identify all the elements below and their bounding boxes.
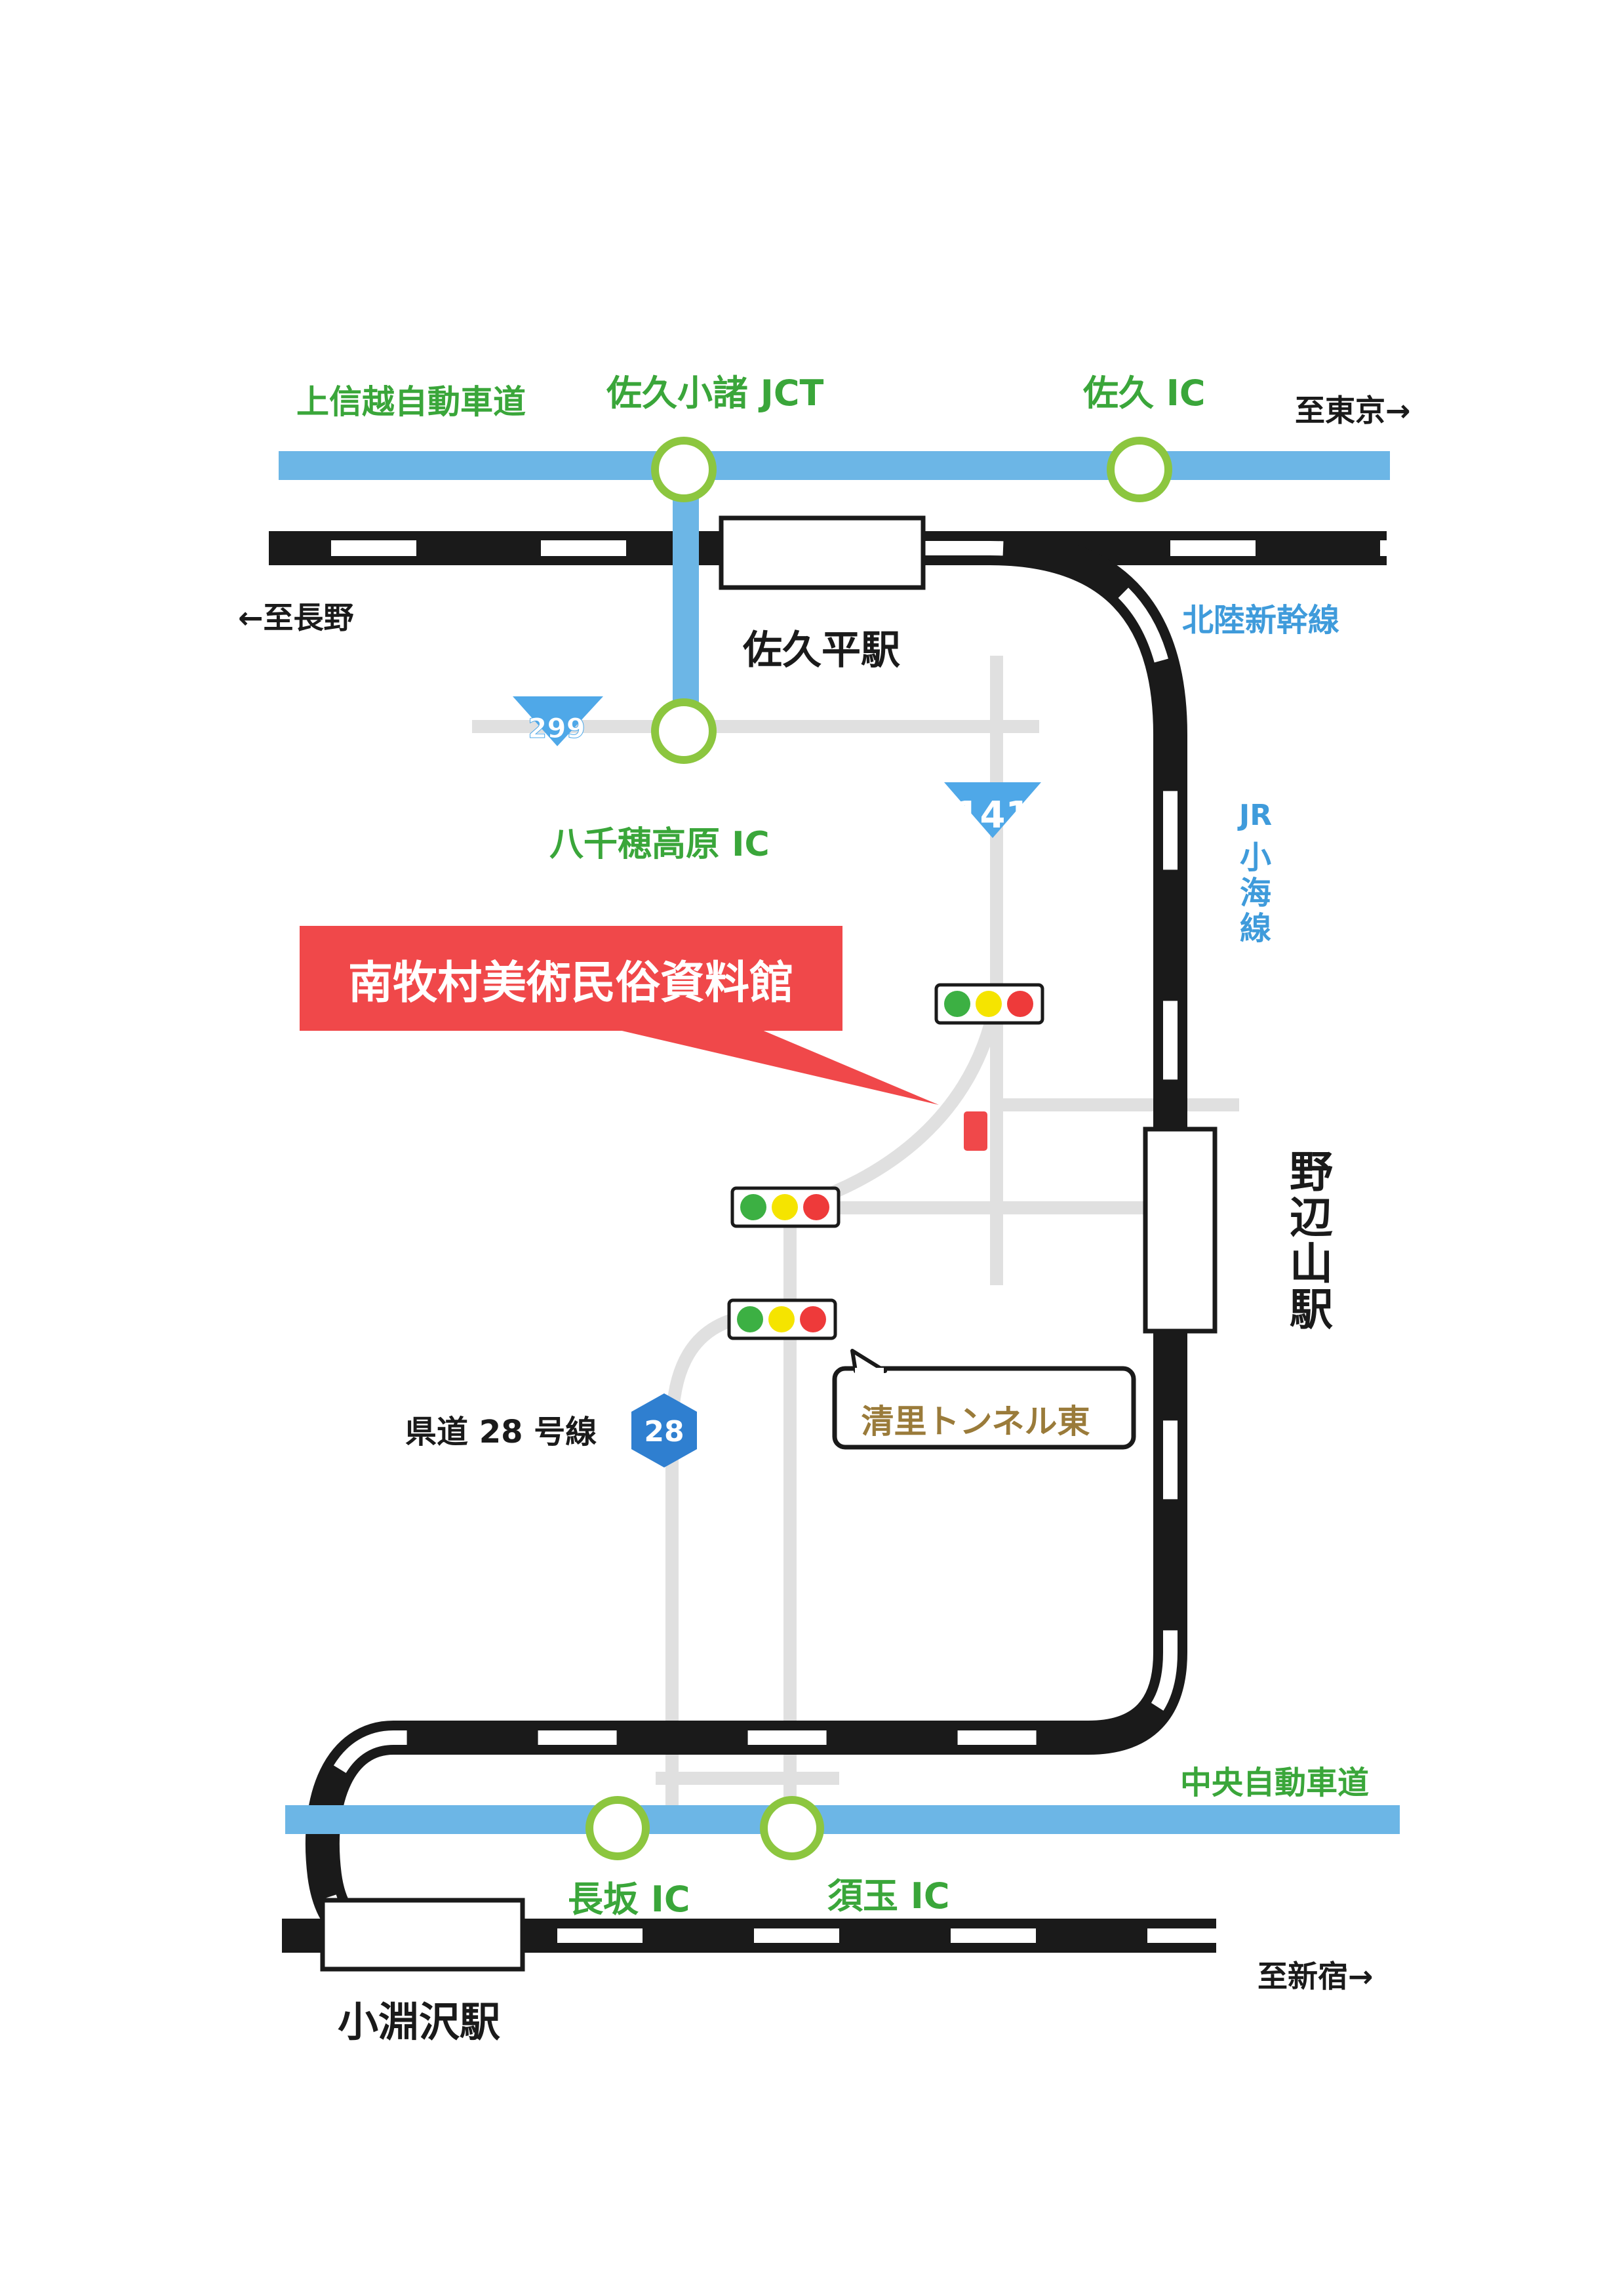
route-141-marker: 141: [944, 782, 1041, 838]
route-28-marker: 28: [631, 1393, 697, 1467]
joshinetsu-expressway-label: 上信越自動車道: [296, 383, 526, 421]
nobeyama-station-char: 辺: [1290, 1193, 1333, 1243]
koumi-line-track: [306, 531, 1187, 1951]
interchanges: [585, 437, 1172, 1860]
to-shinjuku-label: 至新宿→: [1258, 1959, 1374, 1994]
inverted-triangle-icon: [513, 696, 603, 746]
saku-ic-label: 佐久 IC: [1082, 372, 1206, 414]
to-tokyo-label: 至東京→: [1295, 393, 1411, 428]
nobeyama-station-label: 野 辺 山 駅: [1290, 1147, 1333, 1335]
nobeyama-station-char: 野: [1290, 1147, 1333, 1197]
signal-red-icon: [1007, 991, 1033, 1017]
sakudaira-station-box: [719, 515, 926, 590]
sakudaira-station-label: 佐久平駅: [742, 628, 900, 673]
sudama-ic-icon: [760, 1796, 824, 1860]
inverted-triangle-icon: [944, 782, 1041, 838]
signal-red-icon: [803, 1194, 829, 1220]
jr-label: JR: [1237, 799, 1272, 832]
koumi-line-dashes: [315, 541, 1178, 1942]
koumi-line-char: 線: [1240, 910, 1271, 947]
route-28-label: 28: [644, 1415, 684, 1448]
joshinetsu-branch: [673, 472, 699, 728]
hexagon-icon: [631, 1393, 697, 1467]
nobeyama-station-char: 駅: [1290, 1285, 1333, 1335]
chuo-expressway: [285, 1805, 1400, 1834]
kiyosato-tunnel-callout: 清里トンネル東: [832, 1349, 1136, 1450]
hokuriku-shinkansen-label: 北陸新幹線: [1182, 602, 1339, 639]
joshinetsu-expressway: [279, 451, 1390, 480]
museum-callout-box: [300, 926, 842, 1031]
signal-green-icon: [737, 1306, 763, 1332]
nobeyama-station-char: 山: [1290, 1239, 1333, 1289]
to-nagano-label: ←至長野: [238, 600, 354, 635]
prefectural-road-28-label: 県道 28 号線: [405, 1414, 597, 1450]
traffic-signal-north: [934, 983, 1044, 1025]
koumi-line-char: 海: [1240, 875, 1271, 911]
yachiho-kogen-ic-label: 八千穂高原 IC: [549, 825, 770, 864]
route-299-label: 299: [528, 712, 585, 744]
signal-green-icon: [740, 1194, 766, 1220]
museum-callout: 南牧村美術民俗資料館: [300, 926, 939, 1105]
kobuchizawa-station-box: [320, 1898, 525, 1972]
signal-yellow-icon: [768, 1306, 795, 1332]
tunnel-pointer-mask: [855, 1368, 884, 1374]
nobeyama-station-box: [1143, 1127, 1218, 1334]
chuo-expressway-label: 中央自動車道: [1180, 1765, 1369, 1801]
museum-location-marker: [964, 1111, 987, 1151]
signal-red-icon: [800, 1306, 826, 1332]
stations: [320, 515, 1218, 1972]
callout-pointer: [616, 1029, 939, 1105]
signal-yellow-icon: [772, 1194, 798, 1220]
saku-ic-icon: [1107, 437, 1172, 502]
signal-yellow-icon: [976, 991, 1002, 1017]
nagasaka-ic-label: 長坂 IC: [568, 1879, 690, 1920]
saku-komoro-jct-label: 佐久小諸 JCT: [606, 372, 824, 414]
tunnel-callout-box: [832, 1366, 1136, 1450]
nagasaka-ic-icon: [585, 1796, 650, 1860]
saku-komoro-jct-icon: [651, 437, 717, 502]
railways: [269, 531, 1387, 1953]
kiyosato-tunnel-east-label: 清里トンネル東: [862, 1403, 1090, 1441]
museum-name: 南牧村美術民俗資料館: [348, 957, 794, 1009]
koumi-line-label: JR 小 海 線: [1237, 799, 1272, 947]
sudama-ic-label: 須玉 IC: [827, 1875, 950, 1917]
signal-green-icon: [944, 991, 970, 1017]
traffic-signal-middle: [730, 1186, 841, 1228]
traffic-signal-south: [727, 1298, 837, 1340]
koumi-line-char: 小: [1240, 839, 1271, 876]
yachiho-kogen-ic-icon: [651, 698, 717, 764]
route-299-marker: 299: [513, 696, 603, 746]
kobuchizawa-station-label: 小淵沢駅: [338, 1998, 500, 2046]
route-141-label: 141: [955, 794, 1031, 837]
expressways: [279, 451, 1400, 1834]
